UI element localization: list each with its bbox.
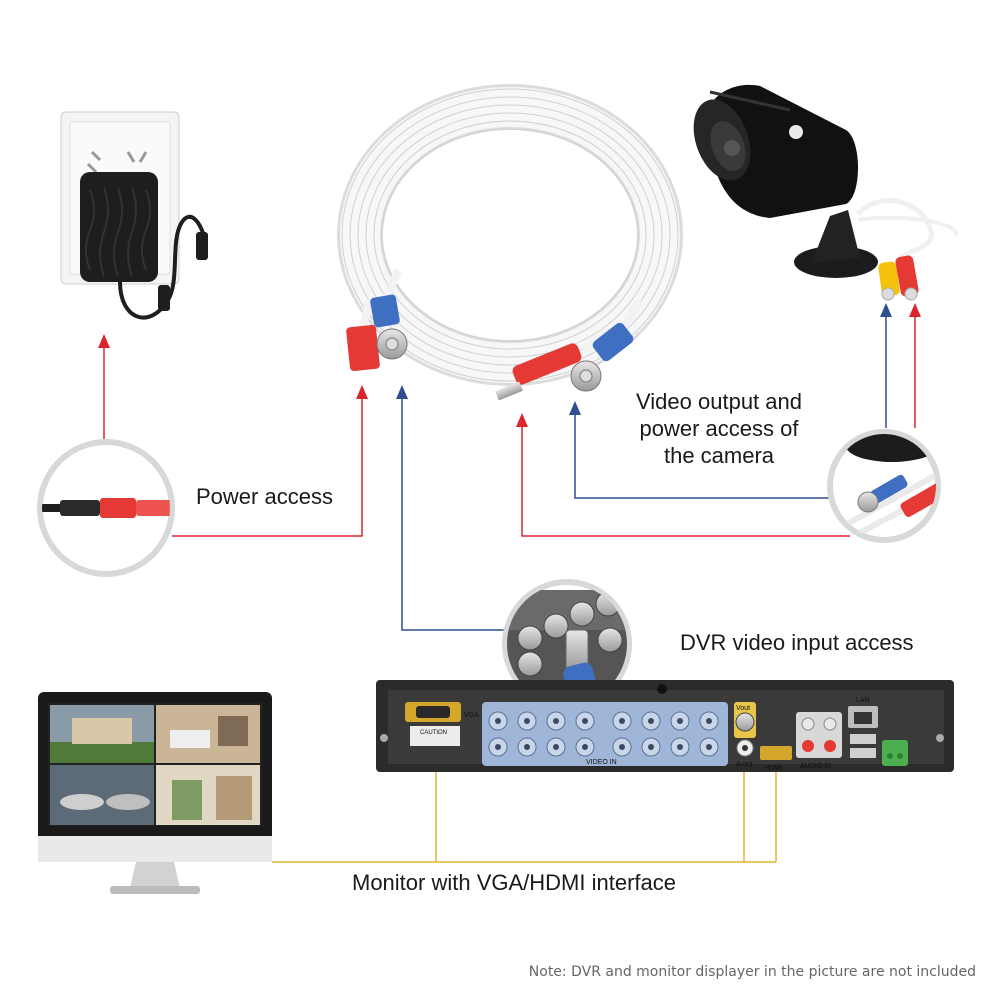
dvr-bnc-pin (619, 744, 625, 750)
dvr-usb-port-1 (850, 734, 876, 744)
dvr-aout-label: A-out (736, 761, 753, 768)
dvr-input-label: DVR video input access (680, 630, 914, 656)
adapter-power-line (98, 334, 110, 442)
dvr-bnc-pin (495, 718, 501, 724)
dvr-vga-label: VGA (464, 712, 479, 719)
dvr-power-terminal (882, 740, 908, 766)
dvr-vout-label: Vout (736, 705, 750, 712)
dvr-bnc-pin (524, 718, 530, 724)
dvr-vout-port (736, 713, 754, 731)
dvr-caution-label: CAUTION (420, 730, 447, 736)
footnote: Note: DVR and monitor displayer in the p… (529, 964, 976, 980)
camera-image (683, 85, 956, 300)
camera-power-up-line (909, 303, 921, 428)
dvr-usb-port-2 (850, 748, 876, 758)
monitor-label: Monitor with VGA/HDMI interface (352, 870, 676, 896)
dvr-image: VGA CAUTION VIDEO IN Vout A-out HDMI AUD… (376, 680, 954, 772)
dvr-bnc-pin (648, 718, 654, 724)
camera-video-up-line (880, 303, 892, 428)
dvr-bnc-pin (582, 718, 588, 724)
camera-connector-detail (830, 430, 960, 540)
dvr-bnc-pin (648, 744, 654, 750)
dvr-bnc-pin (582, 744, 588, 750)
dvr-bnc-pin (706, 718, 712, 724)
dvr-hdmi-port (760, 746, 792, 760)
monitor-image (38, 692, 272, 894)
power-access-label: Power access (196, 484, 333, 510)
power-line-to-cable (172, 385, 368, 536)
power-adapter-image (61, 112, 208, 318)
dvr-lan-label: LAN (856, 697, 870, 704)
video-output-line-1: Video output and (600, 388, 838, 415)
dvr-bnc-pin (706, 744, 712, 750)
dvr-video-in-label: VIDEO IN (586, 759, 617, 766)
dvr-bnc-pin (553, 718, 559, 724)
dvr-bnc-pin (677, 744, 683, 750)
video-line-to-dvr (396, 385, 506, 630)
dvr-bnc-pin (619, 718, 625, 724)
video-output-line-3: the camera (600, 442, 838, 469)
dvr-bnc-pin (677, 718, 683, 724)
power-connector-detail (40, 442, 176, 574)
bnc-cable-coil-image (342, 89, 678, 401)
dvr-bnc-pin (553, 744, 559, 750)
dvr-audio-in-1 (802, 718, 814, 730)
dvr-video-in-panel (482, 702, 728, 766)
dvr-bnc-pin (495, 744, 501, 750)
dvr-hdmi-label: HDMI (764, 765, 782, 772)
video-output-label: Video output and power access of the cam… (600, 388, 838, 469)
video-output-line-2: power access of (600, 415, 838, 442)
dvr-audio-in-label: AUDIO IN (800, 763, 831, 770)
dvr-bnc-pin (524, 744, 530, 750)
